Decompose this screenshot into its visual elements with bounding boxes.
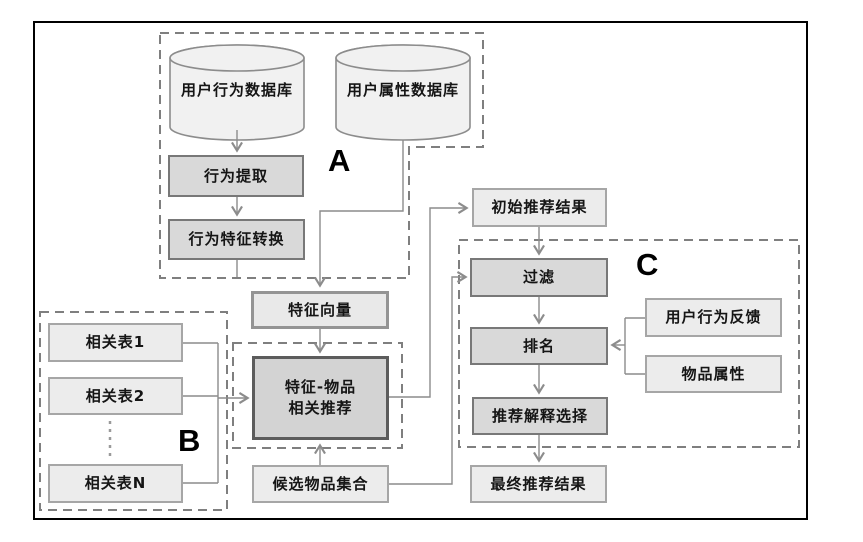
feature-item-line2: 相关推荐: [288, 399, 353, 417]
node-behavior-extraction: 行为提取: [168, 155, 304, 197]
node-candidate-item-set: 候选物品集合: [252, 465, 389, 503]
region-c-label: C: [636, 247, 659, 282]
db-user-attribute: 用户属性数据库: [346, 80, 459, 99]
node-final-recommendation-result: 最终推荐结果: [470, 465, 607, 503]
region-b-label: B: [178, 423, 201, 458]
feature-item-line1: 特征-物品: [284, 378, 357, 396]
node-recommendation-explanation-selection: 推荐解释选择: [472, 397, 608, 435]
node-ranking: 排名: [470, 327, 608, 365]
node-feature-vector: 特征向量: [251, 291, 389, 329]
db-user-behavior: 用户行为数据库: [180, 80, 293, 99]
node-initial-recommendation-result: 初始推荐结果: [472, 188, 607, 227]
node-related-table-2: 相关表2: [48, 377, 183, 415]
node-feature-item-recommendation: 特征-物品 相关推荐: [252, 356, 389, 440]
node-item-attribute: 物品属性: [645, 355, 782, 393]
node-behavior-feature-conversion: 行为特征转换: [168, 219, 305, 260]
node-filter: 过滤: [470, 258, 608, 297]
region-a-label: A: [328, 143, 351, 178]
node-related-table-n: 相关表N: [48, 464, 183, 503]
node-related-table-1: 相关表1: [48, 323, 183, 362]
node-user-behavior-feedback: 用户行为反馈: [645, 298, 782, 337]
